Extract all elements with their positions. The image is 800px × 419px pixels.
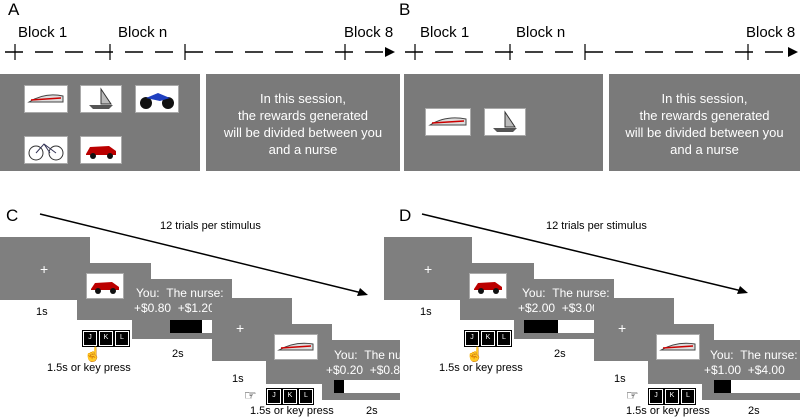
block-8-label-a: Block 8 [344, 24, 394, 41]
message-line-1-b: In this session, [661, 91, 748, 106]
message-line-2-a: the rewards generated [237, 108, 369, 123]
reward-bar-d2 [714, 380, 800, 393]
you-label: You: [522, 286, 546, 300]
sailboat-icon [484, 108, 526, 136]
choice-screen-c2 [266, 324, 332, 384]
block-1-label-a: Block 1 [18, 24, 68, 41]
trial-arrow-d [421, 213, 748, 294]
key-j: J [465, 331, 479, 346]
key-k: K [283, 389, 297, 404]
key-k: K [665, 389, 679, 404]
message-line-3-b: will be divided between you [625, 125, 784, 140]
car-icon [80, 136, 122, 164]
reward-bar-fill [334, 380, 344, 393]
panel-label-b: B [399, 0, 411, 19]
nurse-label: The nurse: [740, 348, 798, 362]
timing-feedback-d1: 2s [554, 348, 566, 360]
key-row-d2: J K L [648, 388, 696, 405]
key-k: K [481, 331, 495, 346]
panel-label-a: A [8, 0, 20, 19]
nurse-label: The nurse: [166, 286, 224, 300]
nurse-amount: +$3.00 [561, 301, 599, 315]
message-line-4-a: and a nurse [268, 142, 338, 157]
reward-bar-d1 [524, 320, 608, 333]
motorcycle-icon [135, 85, 179, 113]
trials-label-c: 12 trials per stimulus [160, 220, 261, 232]
key-l: L [497, 331, 511, 346]
panel-label-c: C [6, 206, 19, 225]
timing-choice-c2: 1.5s or key press [250, 405, 334, 417]
fixation-cross: + [618, 320, 627, 336]
timeline-b [405, 44, 798, 60]
you-amount: +$0.20 [326, 363, 364, 377]
key-l: L [115, 331, 129, 346]
key-row-d1: J K L [464, 330, 512, 347]
timing-feedback-c2: 2s [366, 405, 378, 417]
nurse-amount: +$4.00 [747, 363, 785, 377]
train-icon [656, 334, 700, 360]
nurse-label: The nurse: [364, 348, 422, 362]
key-l: L [299, 389, 313, 404]
you-amount: +$2.00 [518, 301, 556, 315]
you-amount: +$0.80 [134, 301, 172, 315]
nurse-amount: +$0.80 [369, 363, 407, 377]
timing-choice-d1: 1.5s or key press [439, 362, 523, 374]
you-label: You: [334, 348, 358, 362]
nurse-amount: +$1.20 [177, 301, 215, 315]
block-n-label-b: Block n [516, 24, 566, 41]
message-line-4-b: and a nurse [670, 142, 739, 157]
timing-fixation-d1: 1s [420, 306, 432, 318]
block-n-label-a: Block n [118, 24, 168, 41]
fixation-screen-d1: + [384, 237, 472, 300]
timing-choice-d2: 1.5s or key press [626, 405, 710, 417]
car-icon [86, 273, 124, 299]
timing-feedback-c1: 2s [172, 348, 184, 360]
timing-choice-c1: 1.5s or key press [47, 362, 131, 374]
you-label: You: [710, 348, 734, 362]
trial-arrow-c [39, 213, 368, 296]
car-icon [469, 273, 507, 299]
block-8-label-b: Block 8 [746, 24, 796, 41]
pointing-hand-icon: ☝ [84, 346, 102, 362]
key-j: J [267, 389, 281, 404]
message-line-3-a: will be divided between you [223, 125, 383, 140]
instruction-screen-b: In this session, the rewards generated w… [609, 74, 800, 171]
nurse-label: The nurse: [552, 286, 610, 300]
trials-label-d: 12 trials per stimulus [546, 220, 647, 232]
key-j: J [649, 389, 663, 404]
train-icon [425, 108, 471, 136]
key-k: K [99, 331, 113, 346]
reward-bar-fill [524, 320, 558, 333]
pointing-hand-icon: ☞ [626, 387, 639, 403]
you-amount: +$1.00 [704, 363, 742, 377]
timing-fixation-d2: 1s [614, 373, 626, 385]
timing-feedback-d2: 2s [748, 405, 760, 417]
panel-label-d: D [399, 206, 412, 225]
message-line-1-a: In this session, [260, 91, 346, 106]
fixation-cross: + [424, 261, 433, 277]
message-line-2-b: the rewards generated [639, 108, 770, 123]
reward-bar-c2 [334, 380, 400, 393]
you-label: You: [136, 286, 160, 300]
key-l: L [681, 389, 695, 404]
train-icon [24, 85, 68, 113]
fixation-cross: + [40, 261, 49, 277]
bicycle-icon [24, 136, 68, 164]
fixation-screen-c1: + [0, 237, 90, 300]
key-row-c1: J K L [82, 330, 130, 347]
reward-bar-fill [170, 320, 202, 333]
pointing-hand-icon: ☝ [466, 346, 484, 362]
sailboat-icon [80, 85, 122, 113]
pointing-hand-icon: ☞ [244, 387, 257, 403]
timeline-a [5, 44, 395, 60]
block-1-label-b: Block 1 [420, 24, 470, 41]
timing-fixation-c1: 1s [36, 306, 48, 318]
fixation-cross: + [236, 320, 245, 336]
instruction-screen-a: In this session, the rewards generated w… [206, 74, 400, 171]
key-j: J [83, 331, 97, 346]
train-icon [274, 334, 318, 360]
reward-bar-fill [714, 380, 732, 393]
key-row-c2: J K L [266, 388, 314, 405]
timing-fixation-c2: 1s [232, 373, 244, 385]
